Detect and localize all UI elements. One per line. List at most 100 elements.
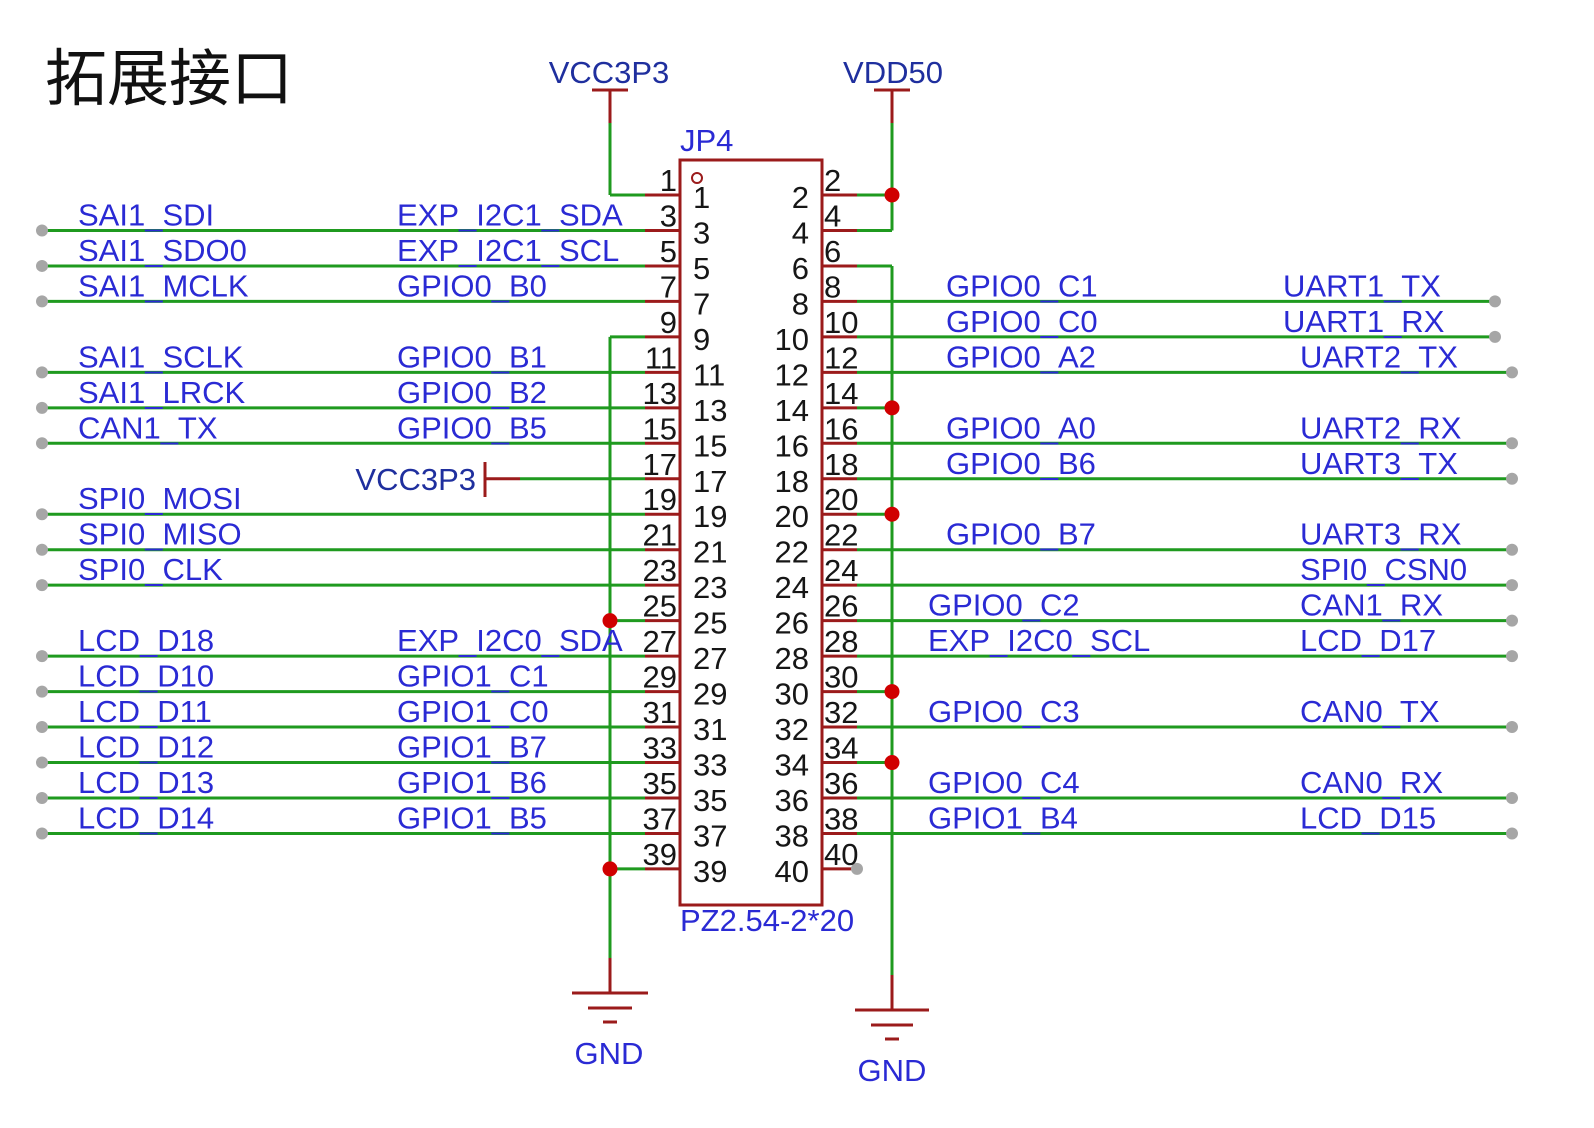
terminal-dot-pin-22 [1506,543,1518,556]
pin-number-inner-14: 14 [775,393,809,428]
alt-function-label-pin-16: GPIO0_A0 [946,410,1096,445]
terminal-dot-pin-21 [36,543,48,556]
signal-label-pin-27: LCD_D18 [78,623,214,658]
signal-label-pin-16: UART2_RX [1300,410,1462,445]
pin-number-outer-39: 39 [643,837,677,872]
pin-number-outer-5: 5 [660,234,677,269]
signal-label-pin-18: UART3_TX [1300,446,1458,481]
alt-function-label-pin-26: GPIO0_C2 [928,588,1080,623]
pin-number-inner-4: 4 [792,215,809,250]
pin-number-inner-21: 21 [693,535,727,570]
signal-label-pin-3: SAI1_SDI [78,197,214,232]
pin-number-inner-28: 28 [775,641,809,676]
pin-number-inner-17: 17 [693,464,727,499]
terminal-dot-pin-37 [36,827,48,840]
pin-number-outer-40: 40 [824,837,858,872]
pin-number-inner-20: 20 [775,499,809,534]
pin-number-outer-6: 6 [824,234,841,269]
alt-function-label-pin-31: GPIO1_C0 [397,694,549,729]
signal-label-pin-12: UART2_TX [1300,339,1458,374]
pin-number-inner-26: 26 [775,606,809,641]
signal-label-pin-21: SPI0_MISO [78,517,242,552]
alt-function-label-pin-8: GPIO0_C1 [946,268,1098,303]
terminal-dot-pin-10 [1489,330,1501,343]
signal-label-pin-35: LCD_D13 [78,765,214,800]
connector-body [678,158,824,907]
vcc3p3-power-symbol-top: VCC3P3 [549,55,669,123]
page-title: 拓展接口 [45,45,293,114]
terminal-dot-pin-12 [1506,366,1518,379]
alt-function-label-pin-28: EXP_I2C0_SCL [928,623,1150,658]
terminal-dot-pin-36 [1506,791,1518,804]
pin-number-outer-23: 23 [643,553,677,588]
junction-dot-pin-14 [884,400,900,416]
terminal-dot-pin-31 [36,721,48,734]
alt-function-label-pin-11: GPIO0_B1 [397,339,547,374]
terminal-dot-pin-23 [36,579,48,592]
pin-number-inner-29: 29 [693,677,727,712]
pin-number-inner-23: 23 [693,570,727,605]
pin1-marker-icon [691,172,703,184]
power-net-label: VDD50 [843,55,943,90]
signal-label-pin-10: UART1_RX [1283,304,1445,339]
signal-label-pin-8: UART1_TX [1283,268,1441,303]
connector-reference: JP4 [680,123,733,158]
pin-number-outer-30: 30 [824,660,858,695]
pin-number-outer-36: 36 [824,766,858,801]
pin-number-outer-28: 28 [824,624,858,659]
junction-dot-pin-39 [602,861,618,877]
junction-dot-pin-25 [602,613,618,629]
terminal-dot-pin-5 [36,259,48,272]
junction-dot-pin-30 [884,684,900,700]
terminal-dot-pin-19 [36,508,48,521]
pin-number-outer-16: 16 [824,411,858,446]
signal-label-pin-36: CAN0_RX [1300,765,1443,800]
terminal-dot-pin-18 [1506,472,1518,485]
signal-label-pin-7: SAI1_MCLK [78,268,249,303]
alt-function-label-pin-3: EXP_I2C1_SDA [397,197,623,232]
pin-number-inner-30: 30 [775,677,809,712]
pin-number-outer-37: 37 [643,801,677,836]
alt-function-label-pin-29: GPIO1_C1 [397,659,549,694]
vdd50-power-symbol: VDD50 [843,55,943,123]
terminal-dot-pin-8 [1489,295,1501,308]
pin-number-inner-37: 37 [693,818,727,853]
power-net-label: VCC3P3 [355,462,476,497]
pin-number-outer-14: 14 [824,376,858,411]
pin-number-outer-29: 29 [643,660,677,695]
pin-number-inner-15: 15 [693,428,727,463]
alt-function-label-pin-13: GPIO0_B2 [397,375,547,410]
pin-number-outer-33: 33 [643,731,677,766]
pin-number-outer-12: 12 [824,340,858,375]
signal-label-pin-37: LCD_D14 [78,800,214,835]
junction-dot-pin-2 [884,187,900,203]
alt-function-label-pin-18: GPIO0_B6 [946,446,1096,481]
pin-number-outer-24: 24 [824,553,858,588]
vcc3p3-power-symbol-pin17: VCC3P3 [355,462,520,497]
terminal-dot-pin-13 [36,401,48,414]
junction-dot-pin-20 [884,506,900,522]
pin-number-inner-16: 16 [775,428,809,463]
alt-function-label-pin-12: GPIO0_A2 [946,339,1096,374]
pin-number-outer-20: 20 [824,482,858,517]
connector-footprint: PZ2.54-2*20 [680,903,854,938]
terminal-dot-pin-33 [36,756,48,769]
signal-label-pin-29: LCD_D10 [78,659,214,694]
pin-number-outer-25: 25 [643,589,677,624]
terminal-dot-pin-16 [1506,437,1518,450]
pin-number-outer-31: 31 [643,695,677,730]
pin-number-inner-22: 22 [775,535,809,570]
pin-number-inner-24: 24 [775,570,809,605]
gnd-symbol-right: GND [855,975,929,1088]
terminal-dot-pin-11 [36,366,48,379]
alt-function-label-pin-27: EXP_I2C0_SDA [397,623,623,658]
dots-layer [36,187,1518,877]
pin-number-outer-11: 11 [645,340,677,375]
pin-number-inner-19: 19 [693,499,727,534]
alt-function-label-pin-10: GPIO0_C0 [946,304,1098,339]
ground-label: GND [575,1036,644,1071]
terminal-dot-pin-24 [1506,579,1518,592]
pin-number-inner-32: 32 [775,712,809,747]
